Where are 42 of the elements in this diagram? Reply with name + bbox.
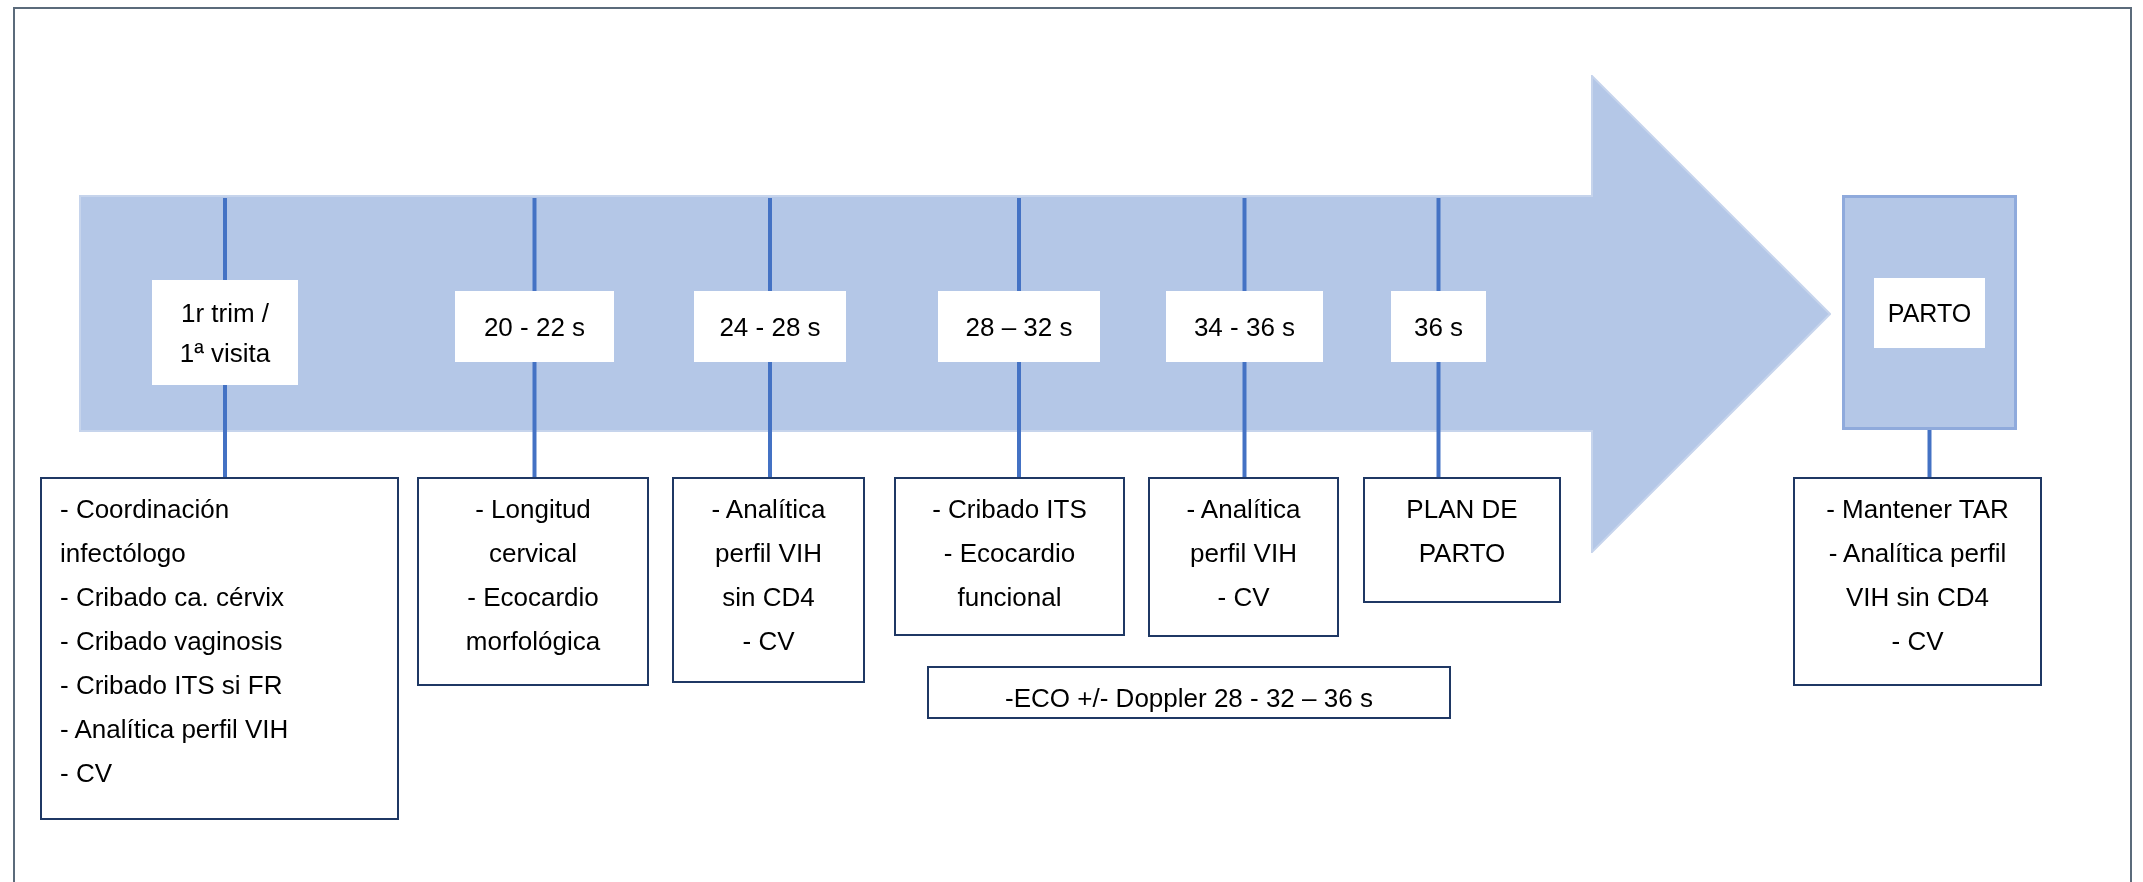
list-item: - Cribado ITS [931, 493, 1088, 526]
list-item: - Analítica perfil VIH [1185, 493, 1302, 570]
week-label: 1r trim / 1ª visita [152, 280, 298, 385]
list-item: - Mantener TAR [1825, 493, 2010, 526]
stage-label: PARTO [1873, 277, 1986, 348]
connector-line [532, 362, 537, 477]
connector-line [1017, 362, 1021, 477]
week-label: 20 - 22 s [455, 291, 614, 362]
checklist-box [894, 477, 1125, 636]
list-item: -ECO +/- Doppler 28 - 32 – 36 s [1004, 682, 1374, 715]
list-item: - Analítica perfil VIH sin CD4 [710, 493, 827, 614]
list-item: - Analítica perfil VIH sin CD4 [1827, 537, 2008, 614]
week-label: 28 – 32 s [938, 291, 1100, 362]
week-label: 34 - 36 s [1166, 291, 1323, 362]
connector-line [1436, 362, 1441, 477]
list-item: - Cribado vaginosis [60, 625, 284, 658]
list-item: PLAN DE PARTO [1405, 493, 1519, 570]
list-item: - CV [60, 757, 113, 790]
checklist-box [1148, 477, 1339, 637]
list-item: - Cribado ca. cérvix [60, 581, 285, 614]
list-item: - Longitud cervical [474, 493, 592, 570]
connector-line [223, 385, 227, 477]
list-item: - CV [741, 625, 796, 658]
week-label: 24 - 28 s [694, 291, 846, 362]
delivery-box [1842, 195, 2017, 430]
list-item: - Analítica perfil VIH [60, 713, 290, 746]
checklist-box [1793, 477, 2042, 686]
checklist-box [1363, 477, 1561, 603]
checklist-box [672, 477, 865, 683]
checklist-box [417, 477, 649, 686]
connector-line [1242, 362, 1247, 477]
list-item: - Cribado ITS si FR [60, 669, 284, 702]
list-item: - CV [1890, 625, 1945, 658]
list-item: - CV [1216, 581, 1271, 614]
connector-line [1927, 430, 1932, 477]
list-item: - Ecocardio funcional [942, 537, 1077, 614]
list-item: - Ecocardio morfológica [464, 581, 602, 658]
connector-line [768, 362, 772, 477]
checklist-box [40, 477, 399, 820]
checklist-box [927, 666, 1451, 719]
list-item: - Coordinación infectólogo [60, 493, 231, 570]
week-label: 36 s [1391, 291, 1486, 362]
